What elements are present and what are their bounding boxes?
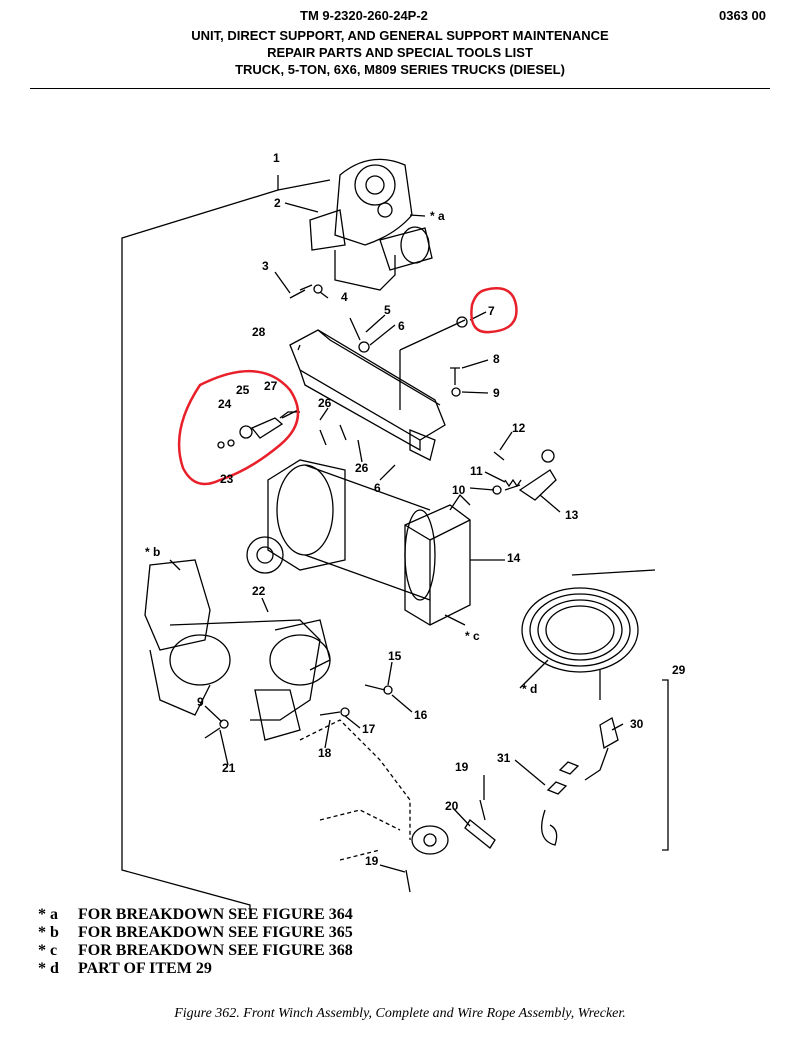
note-text: FOR BREAKDOWN SEE FIGURE 368 bbox=[78, 942, 353, 959]
callout-c13: 13 bbox=[565, 508, 579, 522]
callout-c12: 12 bbox=[512, 421, 526, 435]
title-line-1: UNIT, DIRECT SUPPORT, AND GENERAL SUPPOR… bbox=[191, 28, 609, 43]
header-rule bbox=[30, 88, 770, 89]
callout-c23: 23 bbox=[220, 472, 234, 486]
drawing-lines bbox=[121, 158, 669, 915]
callout-c16: 16 bbox=[414, 708, 428, 722]
callout-c19a: 19 bbox=[455, 760, 469, 774]
note-text: FOR BREAKDOWN SEE FIGURE 365 bbox=[78, 924, 353, 941]
callout-star-d: * d bbox=[522, 682, 537, 696]
callout-c25: 25 bbox=[236, 383, 250, 397]
highlight-circle-items-23-27 bbox=[177, 369, 300, 486]
callout-c3: 3 bbox=[262, 259, 269, 273]
callout-c4: 4 bbox=[341, 290, 348, 304]
callout-c2: 2 bbox=[274, 196, 281, 210]
callout-c29: 29 bbox=[672, 663, 686, 677]
tm-number: TM 9-2320-260-24P-2 bbox=[300, 8, 428, 23]
callout-c31: 31 bbox=[497, 751, 511, 765]
note-a: * a FOR BREAKDOWN SEE FIGURE 364 bbox=[38, 906, 353, 924]
callout-c14: 14 bbox=[507, 551, 521, 565]
callout-c18: 18 bbox=[318, 746, 332, 760]
callout-c22: 22 bbox=[252, 584, 266, 598]
page-header: TM 9-2320-260-24P-2 0363 00 UNIT, DIRECT… bbox=[0, 0, 800, 90]
callout-c26a: 26 bbox=[318, 396, 332, 410]
notes-list: * a FOR BREAKDOWN SEE FIGURE 364 * b FOR… bbox=[38, 906, 353, 978]
callout-c26b: 26 bbox=[355, 461, 369, 475]
callout-c21: 21 bbox=[222, 761, 236, 775]
note-text: FOR BREAKDOWN SEE FIGURE 364 bbox=[78, 906, 353, 923]
callout-c15: 15 bbox=[388, 649, 402, 663]
callout-c17: 17 bbox=[362, 722, 376, 736]
figure-caption: Figure 362. Front Winch Assembly, Comple… bbox=[174, 1006, 626, 1021]
callout-c28: 28 bbox=[252, 325, 266, 339]
callout-c11: 11 bbox=[470, 464, 483, 478]
note-c: * c FOR BREAKDOWN SEE FIGURE 368 bbox=[38, 942, 353, 960]
callout-c9b: 9 bbox=[197, 695, 204, 709]
note-b: * b FOR BREAKDOWN SEE FIGURE 365 bbox=[38, 924, 353, 942]
note-mark: * b bbox=[38, 924, 59, 941]
note-text: PART OF ITEM 29 bbox=[78, 960, 212, 977]
note-d: * d PART OF ITEM 29 bbox=[38, 960, 353, 978]
note-mark: * a bbox=[38, 906, 58, 923]
callout-c27: 27 bbox=[264, 379, 278, 393]
callout-labels: 1 2 3 4 5 6 6 7 8 9 9 10 11 12 13 14 15 … bbox=[145, 151, 686, 868]
note-mark: * d bbox=[38, 960, 59, 977]
callout-c30: 30 bbox=[630, 717, 644, 731]
callout-c19b: 19 bbox=[365, 854, 379, 868]
title-line-3: TRUCK, 5-TON, 6X6, M809 SERIES TRUCKS (D… bbox=[235, 62, 565, 77]
highlight-circle-item-7 bbox=[470, 287, 518, 334]
callout-c7: 7 bbox=[488, 304, 495, 318]
callout-c8: 8 bbox=[493, 352, 500, 366]
doc-number: 0363 00 bbox=[719, 8, 766, 23]
callout-c10: 10 bbox=[452, 483, 466, 497]
callout-c1: 1 bbox=[273, 151, 280, 165]
callout-star-b: * b bbox=[145, 545, 160, 559]
callout-c20: 20 bbox=[445, 799, 459, 813]
note-mark: * c bbox=[38, 942, 58, 959]
callout-c24: 24 bbox=[218, 397, 232, 411]
highlight-marks bbox=[177, 287, 518, 486]
callout-c9a: 9 bbox=[493, 386, 500, 400]
callout-c6b: 6 bbox=[374, 481, 381, 495]
callout-c6a: 6 bbox=[398, 319, 405, 333]
callout-c5: 5 bbox=[384, 303, 391, 317]
callout-star-c: * c bbox=[465, 629, 480, 643]
callout-star-a: * a bbox=[430, 209, 445, 223]
title-line-2: REPAIR PARTS AND SPECIAL TOOLS LIST bbox=[267, 45, 533, 60]
